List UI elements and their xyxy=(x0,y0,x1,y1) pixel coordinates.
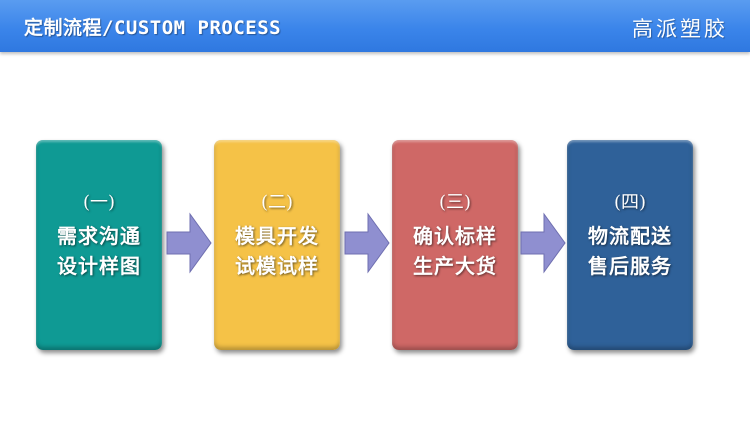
step-subtitle: 设计样图 xyxy=(57,254,141,278)
right-arrow-icon xyxy=(520,212,566,274)
step-number: (一) xyxy=(82,192,116,213)
step-title: 物流配送 xyxy=(588,224,672,248)
step-subtitle: 试模试样 xyxy=(235,254,319,278)
step-title: 模具开发 xyxy=(235,224,319,248)
brand-name: 高派塑胶 xyxy=(632,17,728,41)
step-number: (二) xyxy=(260,192,294,213)
step-number: (三) xyxy=(438,192,472,213)
header-bar: 定制流程/CUSTOM PROCESS 高派塑胶 xyxy=(0,0,750,52)
step-card-1: (一) 需求沟通 设计样图 xyxy=(36,140,162,350)
right-arrow-icon xyxy=(166,212,212,274)
step-card-2: (二) 模具开发 试模试样 xyxy=(214,140,340,350)
page-title: 定制流程/CUSTOM PROCESS xyxy=(24,17,282,39)
step-card-3: (三) 确认标样 生产大货 xyxy=(392,140,518,350)
step-number: (四) xyxy=(613,192,647,213)
step-subtitle: 售后服务 xyxy=(588,254,672,278)
step-title: 确认标样 xyxy=(413,224,497,248)
right-arrow-icon xyxy=(344,212,390,274)
step-subtitle: 生产大货 xyxy=(413,254,497,278)
step-card-4: (四) 物流配送 售后服务 xyxy=(567,140,693,350)
step-title: 需求沟通 xyxy=(57,224,141,248)
